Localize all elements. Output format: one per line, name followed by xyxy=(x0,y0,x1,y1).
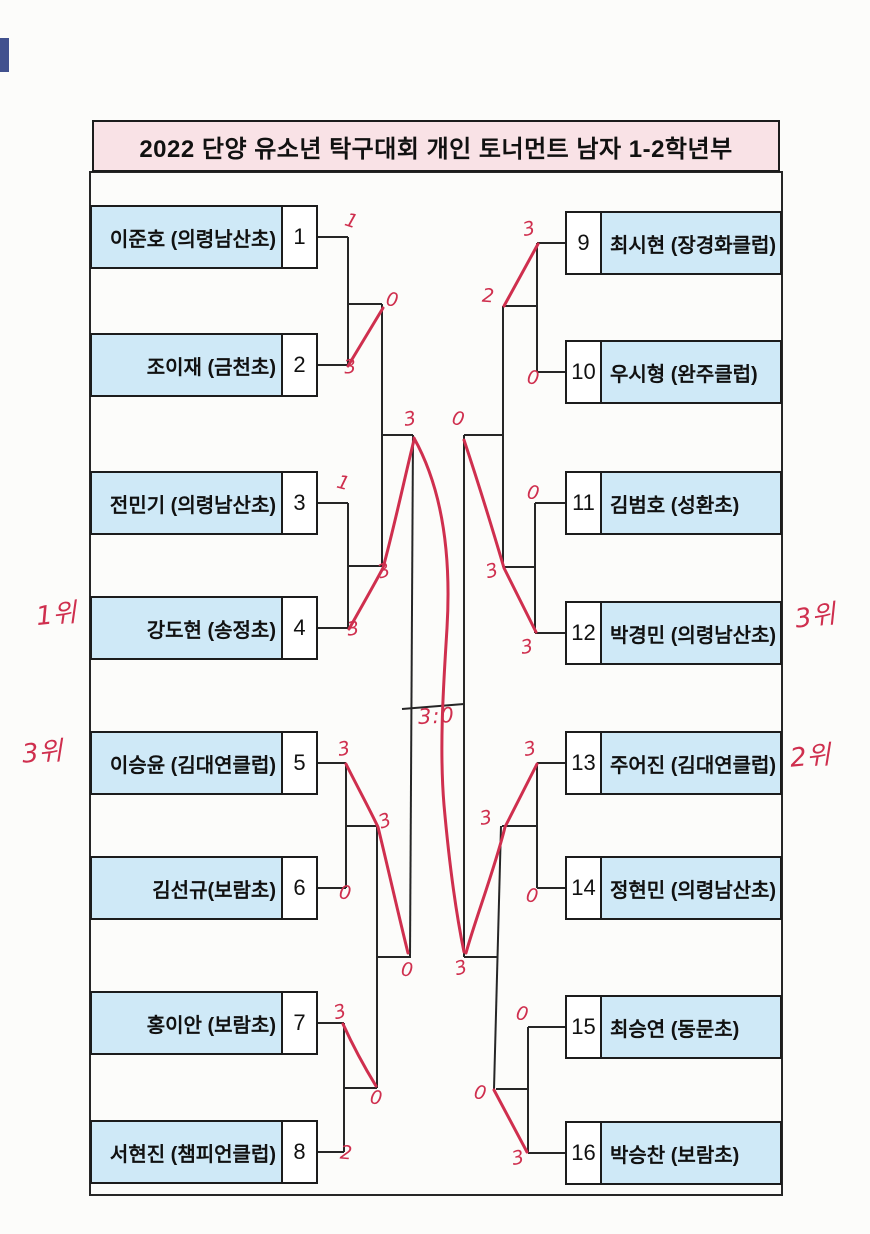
placement-third-right: 3위 xyxy=(793,599,838,635)
player-name-10: 우시형 (완주클럽) xyxy=(602,342,780,402)
player-seed-5: 5 xyxy=(283,733,316,793)
player-name-5: 이승윤 (김대연클럽) xyxy=(92,733,283,793)
player-box-7: 홍이안 (보람초) 7 xyxy=(90,991,318,1055)
player-seed-10: 10 xyxy=(567,342,602,402)
player-box-1: 이준호 (의령남산초) 1 xyxy=(90,205,318,269)
player-seed-3: 3 xyxy=(283,473,316,533)
player-seed-8: 8 xyxy=(283,1122,316,1182)
winner-trace-lines xyxy=(341,242,540,1154)
player-name-15: 최승연 (동문초) xyxy=(602,997,780,1057)
placement-third-left: 3위 xyxy=(20,736,64,770)
player-name-6: 김선규(보람초) xyxy=(92,858,283,918)
player-name-2: 조이재 (금천초) xyxy=(92,335,283,395)
player-seed-4: 4 xyxy=(283,598,316,658)
player-name-3: 전민기 (의령남산초) xyxy=(92,473,283,533)
player-seed-15: 15 xyxy=(567,997,602,1057)
tournament-title: 2022 단양 유소년 탁구대회 개인 토너먼트 남자 1-2학년부 xyxy=(139,135,733,163)
score-qf-tr-top: 2 xyxy=(481,284,495,308)
player-box-11: 11 김범호 (성환초) xyxy=(565,471,782,535)
player-name-11: 김범호 (성환초) xyxy=(602,473,780,533)
player-box-6: 김선규(보람초) 6 xyxy=(90,856,318,920)
player-box-4: 강도현 (송정초) 4 xyxy=(90,596,318,660)
player-box-13: 13 주어진 (김대연클럽) xyxy=(565,731,782,795)
player-seed-6: 6 xyxy=(283,858,316,918)
bracket-frame-lines xyxy=(89,171,783,1196)
player-seed-9: 9 xyxy=(567,213,602,273)
player-seed-16: 16 xyxy=(567,1123,602,1183)
player-box-15: 15 최승연 (동문초) xyxy=(565,995,782,1059)
player-box-2: 조이재 (금천초) 2 xyxy=(90,333,318,397)
placement-first: 1위 xyxy=(34,597,78,633)
player-name-12: 박경민 (의령남산초) xyxy=(602,603,780,663)
score-r16-m12-p2: 3 xyxy=(342,355,358,379)
player-name-8: 서현진 (챔피언클럽) xyxy=(92,1122,283,1182)
scan-artifact xyxy=(0,38,9,72)
placement-second: 2위 xyxy=(788,740,832,774)
player-box-12: 12 박경민 (의령남산초) xyxy=(565,601,782,665)
player-name-16: 박승찬 (보람초) xyxy=(602,1123,780,1183)
player-seed-14: 14 xyxy=(567,858,602,918)
player-seed-7: 7 xyxy=(283,993,316,1053)
player-box-9: 9 최시현 (장경화클럽) xyxy=(565,211,782,275)
player-seed-11: 11 xyxy=(567,473,602,533)
score-r16-m34-p4: 3 xyxy=(345,617,361,641)
player-seed-13: 13 xyxy=(567,733,602,793)
player-name-1: 이준호 (의령남산초) xyxy=(92,207,283,267)
player-name-9: 최시현 (장경화클럽) xyxy=(602,213,780,273)
player-seed-1: 1 xyxy=(283,207,316,267)
player-name-13: 주어진 (김대연클럽) xyxy=(602,733,780,793)
player-box-3: 전민기 (의령남산초) 3 xyxy=(90,471,318,535)
score-sf-left-bottom: 0 xyxy=(400,958,415,982)
player-name-14: 정현민 (의령남산초) xyxy=(602,858,780,918)
player-box-10: 10 우시형 (완주클럽) xyxy=(565,340,782,404)
player-box-14: 14 정현민 (의령남산초) xyxy=(565,856,782,920)
tournament-title-box: 2022 단양 유소년 탁구대회 개인 토너먼트 남자 1-2학년부 xyxy=(92,120,780,172)
player-seed-2: 2 xyxy=(283,335,316,395)
player-seed-12: 12 xyxy=(567,603,602,663)
player-box-5: 이승윤 (김대연클럽) 5 xyxy=(90,731,318,795)
player-box-16: 16 박승찬 (보람초) xyxy=(565,1121,782,1185)
score-r16-m78-p8: 2 xyxy=(339,1141,354,1165)
player-name-4: 강도현 (송정초) xyxy=(92,598,283,658)
player-name-7: 홍이안 (보람초) xyxy=(92,993,283,1053)
score-final: 3:0 xyxy=(417,703,456,729)
player-box-8: 서현진 (챔피언클럽) 8 xyxy=(90,1120,318,1184)
